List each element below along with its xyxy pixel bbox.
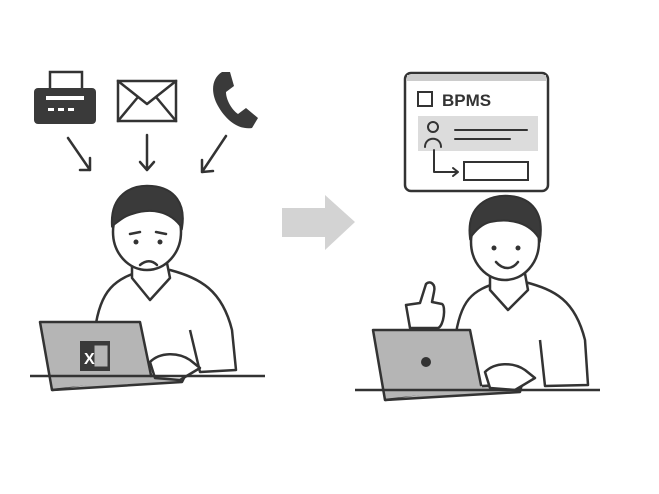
phone-icon (213, 72, 258, 129)
bpms-window: BPMS (403, 71, 550, 193)
bpms-title: BPMS (442, 91, 491, 110)
excel-icon: X (80, 341, 110, 371)
laptop-with-excel: X (38, 320, 202, 392)
thumbs-up-icon (404, 281, 446, 330)
laptop-with-dot (371, 328, 537, 402)
camera-dot-icon (421, 357, 431, 367)
happy-person (404, 194, 590, 388)
checkbox-icon (417, 91, 433, 107)
user-row (418, 116, 538, 151)
worried-person (93, 184, 238, 374)
excel-letter: X (84, 351, 95, 368)
envelope-icon (116, 79, 178, 123)
fax-icon (34, 70, 96, 124)
incoming-arrows (66, 133, 228, 174)
user-icon (424, 121, 442, 148)
transition-arrow (282, 195, 355, 250)
